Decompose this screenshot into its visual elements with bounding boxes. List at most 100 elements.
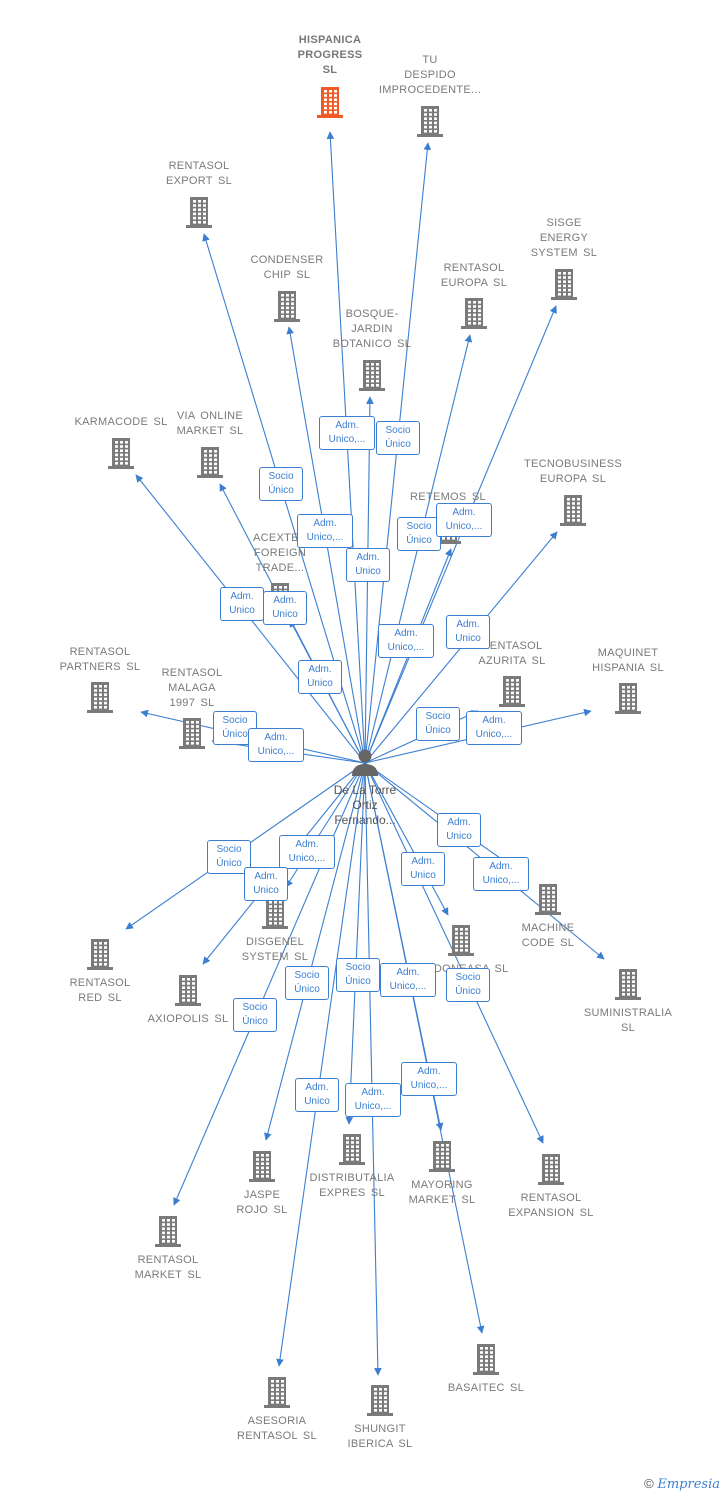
relation-label-rentasol_red[interactable]: Socio Único	[207, 840, 251, 874]
company-node-rentasol_market[interactable]	[154, 1214, 182, 1248]
relation-label-shungit[interactable]: Adm. Unico,...	[345, 1083, 401, 1117]
company-node-hispanica[interactable]	[316, 85, 344, 119]
relation-label-disgenel[interactable]: Adm. Unico,...	[279, 835, 335, 869]
company-node-karmacode[interactable]	[107, 436, 135, 470]
company-node-suministralia[interactable]	[614, 967, 642, 1001]
relation-label-machine_code[interactable]: Adm. Unico	[437, 813, 481, 847]
company-node-asesoria[interactable]	[263, 1375, 291, 1409]
company-label-retemos[interactable]: RETEMOS SL	[388, 490, 508, 505]
edge-lledoneasa	[364, 762, 449, 916]
company-label-karmacode[interactable]: KARMACODE SL	[61, 415, 181, 430]
company-node-bosque[interactable]	[358, 358, 386, 392]
brand-logo[interactable]: Empresia	[657, 1477, 720, 1492]
company-label-axiopolis[interactable]: AXIOPOLIS SL	[128, 1012, 248, 1027]
relation-label-bosque[interactable]: Adm. Unico	[346, 548, 390, 582]
relation-label-hispanica[interactable]: Adm. Unico,...	[319, 416, 375, 450]
relation-label-suministralia[interactable]: Adm. Unico,...	[473, 857, 529, 891]
relation-label-tecnobusiness[interactable]: Adm. Unico	[446, 615, 490, 649]
relation-label-retemos[interactable]: Adm. Unico,...	[378, 624, 434, 658]
company-node-condenser[interactable]	[273, 289, 301, 323]
company-node-via_online[interactable]	[196, 445, 224, 479]
company-name-line: BOTANICO SL	[332, 338, 412, 350]
company-name-line: BOSQUE-	[345, 308, 399, 320]
company-node-tecnobusiness[interactable]	[559, 493, 587, 527]
relation-label-tu_despido[interactable]: Socio Único	[376, 421, 420, 455]
relation-label-rentasol_market[interactable]: Socio Único	[233, 998, 277, 1032]
relation-label-basaitec[interactable]: Adm. Unico,...	[401, 1062, 457, 1096]
relation-label-karmacode[interactable]: Adm. Unico	[220, 587, 264, 621]
relation-label-rentasol_export[interactable]: Socio Único	[259, 467, 303, 501]
relation-label-rentasol_malaga[interactable]: Adm. Unico,...	[248, 728, 304, 762]
relation-label-maquinet[interactable]: Adm. Unico,...	[466, 711, 522, 745]
company-node-distributalia[interactable]	[338, 1132, 366, 1166]
relation-label-rentasol_europa[interactable]: Socio Único	[397, 517, 441, 551]
edge-asesoria	[276, 762, 366, 1367]
building-icon	[417, 106, 443, 137]
company-node-basaitec[interactable]	[472, 1342, 500, 1376]
company-node-rentasol_azurita[interactable]	[498, 674, 526, 708]
company-node-disgenel[interactable]	[261, 896, 289, 930]
company-label-basaitec[interactable]: BASAITEC SL	[426, 1381, 546, 1396]
relation-label-axiopolis[interactable]: Adm. Unico	[244, 867, 288, 901]
relation-label-rentasol_expansion[interactable]: Socio Único	[446, 968, 490, 1002]
company-node-axiopolis[interactable]	[174, 973, 202, 1007]
company-node-rentasol_expansion[interactable]	[537, 1152, 565, 1186]
company-node-rentasol_europa[interactable]	[460, 296, 488, 330]
building-icon	[175, 975, 201, 1006]
company-node-maquinet[interactable]	[614, 681, 642, 715]
company-node-sisge[interactable]	[550, 267, 578, 301]
company-node-rentasol_red[interactable]	[86, 937, 114, 971]
relation-label-condenser[interactable]: Adm. Unico,...	[297, 514, 353, 548]
relation-label-lledoneasa[interactable]: Adm. Unico	[401, 852, 445, 886]
company-name-line: PROGRESS	[297, 49, 363, 61]
company-name-line: IMPROCEDENTE...	[378, 84, 482, 96]
building-icon	[615, 969, 641, 1000]
relation-label-asesoria[interactable]: Adm. Unico	[295, 1078, 339, 1112]
company-node-mayoring[interactable]	[428, 1139, 456, 1173]
relation-label-mayoring[interactable]: Adm. Unico,...	[380, 963, 436, 997]
company-name-line: EXPANSION SL	[508, 1207, 594, 1219]
company-name-line: TRADE...	[255, 562, 305, 574]
company-node-lledoneasa[interactable]	[447, 923, 475, 957]
company-node-rentasol_malaga[interactable]	[178, 716, 206, 750]
company-node-rentasol_partners[interactable]	[86, 680, 114, 714]
relation-label-sisge[interactable]: Adm. Unico,...	[436, 503, 492, 537]
company-name-line: TECNOBUSINESS	[523, 458, 623, 470]
company-node-tu_despido[interactable]	[416, 104, 444, 138]
company-node-shungit[interactable]	[366, 1383, 394, 1417]
relation-label-acexter[interactable]: Adm. Unico	[298, 660, 342, 694]
relation-label-distributalia[interactable]: Socio Único	[336, 958, 380, 992]
relation-label-jaspe[interactable]: Socio Único	[285, 966, 329, 1000]
relation-label-via_online[interactable]: Adm. Unico	[263, 591, 307, 625]
company-node-jaspe[interactable]	[248, 1149, 276, 1183]
company-node-rentasol_export[interactable]	[185, 195, 213, 229]
company-node-machine_code[interactable]	[534, 882, 562, 916]
relation-label-rentasol_azurita[interactable]: Socio Único	[416, 707, 460, 741]
